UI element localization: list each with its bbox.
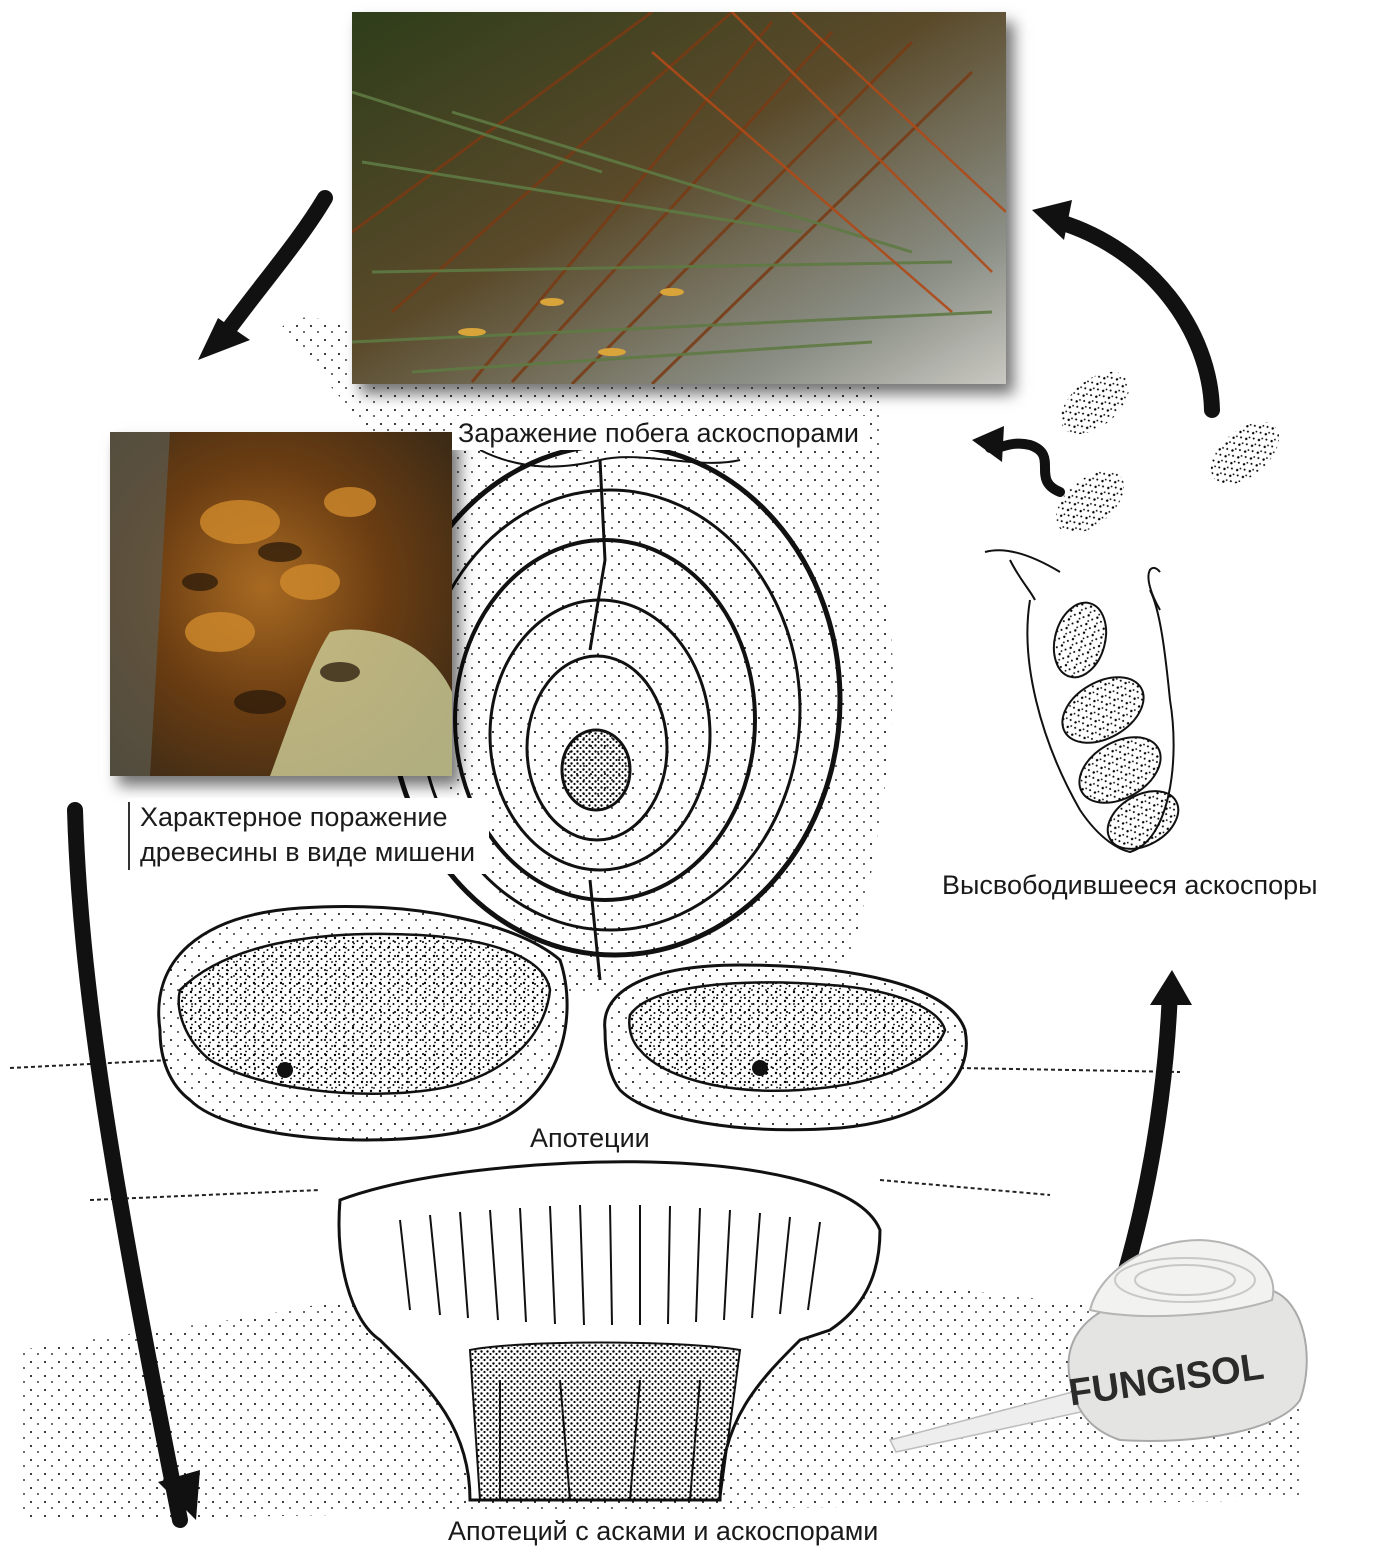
label-apothecia: Апотеции <box>524 1121 656 1155</box>
pine-branch-infected-photo <box>352 12 1006 384</box>
released-ascospores <box>1045 360 1291 546</box>
pine-needles-image <box>352 12 1006 384</box>
bark-canker-image <box>110 432 452 776</box>
label-apothecium-with-asci: Апотеций с асками и аскоспорами <box>442 1514 884 1548</box>
label-released-ascospores: Высвободившееся аскоспоры <box>938 868 1322 902</box>
label-target-lesion-line2: древесины в виде мишени <box>140 835 475 870</box>
ascus-drawing <box>985 550 1188 860</box>
bark-canker-photo <box>110 432 452 776</box>
label-target-lesion-line1: Характерное поражение <box>140 800 475 835</box>
label-shoot-infection: Заражение побега аскоспорами <box>452 416 867 450</box>
label-target-lesion: Характерное поражение древесины в виде м… <box>128 798 489 874</box>
